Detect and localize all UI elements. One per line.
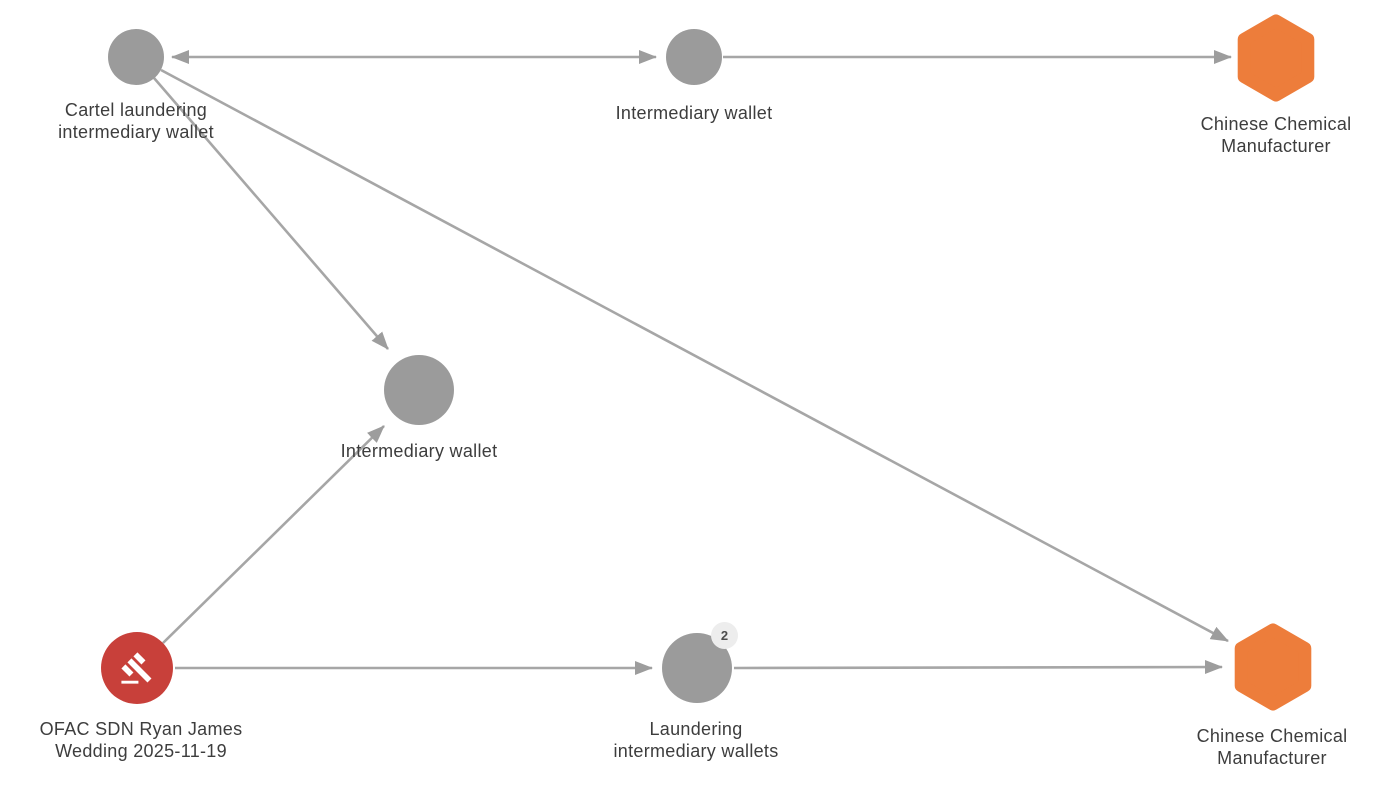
- node-intermediary-wallet-top[interactable]: [666, 29, 722, 85]
- label-line: Manufacturer: [1221, 136, 1331, 156]
- edge-laundering-to-chemical-bottom[interactable]: [733, 660, 1223, 675]
- node-chinese-chemical-manufacturer-bottom[interactable]: [1233, 621, 1313, 713]
- label-intermediary-wallet-top: Intermediary wallet: [616, 102, 773, 124]
- edge-cartel-to-chemical-bottom[interactable]: [160, 68, 1229, 643]
- label-line: Intermediary wallet: [340, 441, 498, 461]
- label-ofac-sdn: OFAC SDN Ryan James Wedding 2025-11-19: [40, 718, 243, 762]
- edge-ofac-to-intermediary-mid[interactable]: [162, 425, 385, 644]
- label-line: Chinese Chemical: [1200, 114, 1352, 134]
- gavel-icon: [120, 651, 154, 685]
- node-count-badge: 2: [711, 622, 738, 649]
- node-ofac-sdn-ryan-james-wedding[interactable]: [101, 632, 173, 704]
- node-intermediary-wallet-mid[interactable]: [384, 355, 454, 425]
- label-chemical-manufacturer-bottom: Chinese Chemical Manufacturer: [1197, 725, 1348, 769]
- node-cartel-laundering-intermediary-wallet[interactable]: [108, 29, 164, 85]
- label-line: Chinese Chemical: [1196, 726, 1348, 746]
- hexagon-entity-icon: [1237, 14, 1315, 102]
- label-line: Intermediary wallet: [615, 103, 773, 123]
- node-chinese-chemical-manufacturer-top[interactable]: [1236, 12, 1316, 104]
- label-line: Cartel laundering: [64, 100, 208, 120]
- label-line: intermediary wallet: [58, 122, 214, 142]
- hexagon-entity-icon: [1234, 623, 1312, 711]
- label-line: Manufacturer: [1217, 748, 1327, 768]
- label-cartel-wallet: Cartel laundering intermediary wallet: [58, 99, 214, 143]
- label-intermediary-wallet-mid: Intermediary wallet: [341, 440, 498, 462]
- label-laundering-wallets: Laundering intermediary wallets: [613, 718, 778, 762]
- label-line: intermediary wallets: [613, 741, 779, 761]
- edge-cartel-to-intermediary-mid[interactable]: [153, 77, 389, 350]
- label-line: OFAC SDN Ryan James: [39, 719, 243, 739]
- label-chemical-manufacturer-top: Chinese Chemical Manufacturer: [1201, 113, 1352, 157]
- label-line: Wedding 2025-11-19: [55, 741, 227, 761]
- label-line: Laundering: [649, 719, 743, 739]
